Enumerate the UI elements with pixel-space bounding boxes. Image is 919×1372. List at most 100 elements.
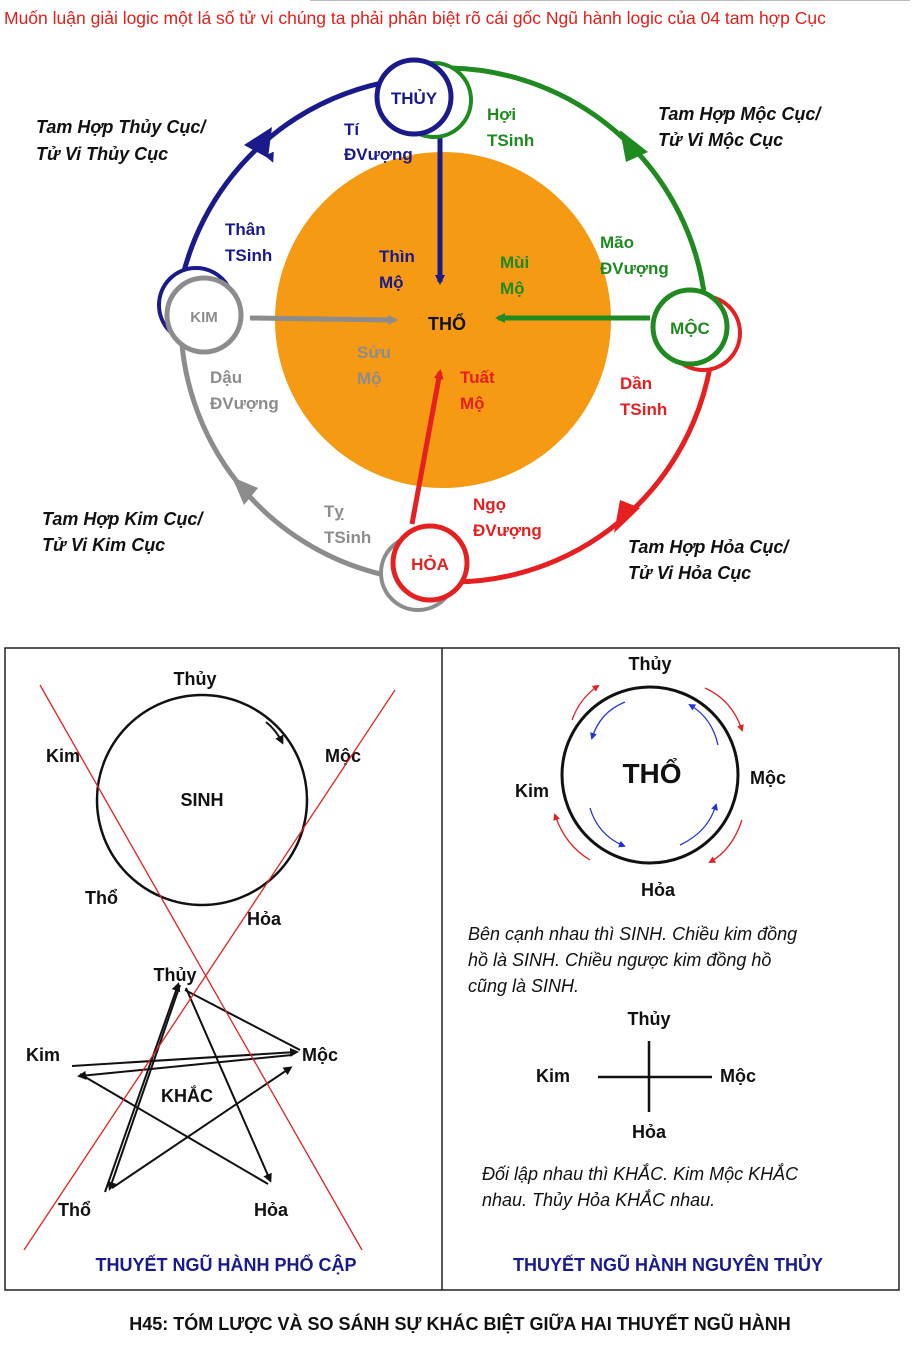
thuy-group-label-2: Tử Vi Thủy Cục (36, 144, 168, 164)
label-dan-2: TSinh (620, 400, 667, 419)
divider (310, 0, 910, 1)
label-dau-2: ĐVượng (210, 394, 279, 413)
label-mui-1: Mùi (500, 253, 529, 272)
hoa-node (390, 523, 470, 603)
original-moc: Mộc (750, 768, 786, 788)
sinh-arrow (265, 721, 284, 745)
label-ty-2: TSinh (324, 528, 371, 547)
khac-explanation-1: Đối lập nhau thì KHẮC. Kim Mộc KHẮC (482, 1163, 799, 1184)
red-arrow-2 (708, 819, 743, 863)
khac-line-1 (107, 984, 181, 1191)
thuy-node (374, 57, 454, 137)
moc-group-label-1: Tam Hợp Mộc Cục/ (658, 104, 822, 124)
sinh-kim: Kim (46, 746, 80, 766)
label-tuat-1: Tuất (460, 368, 495, 387)
khac-hoa: Hỏa (254, 1200, 289, 1220)
label-hoi-2: TSinh (487, 131, 534, 150)
left-panel: SINH Thủy Mộc Hỏa Thổ Kim KHẮC Thủy Mộc … (23, 669, 396, 1275)
khac-kim: Kim (26, 1045, 60, 1065)
label-tuat-2: Mộ (460, 394, 485, 413)
original-hoa: Hỏa (641, 880, 676, 900)
kim-group-label-2: Tử Vi Kim Cục (42, 535, 165, 555)
original-thuy: Thủy (629, 654, 672, 674)
label-ngo-1: Ngọ (473, 495, 506, 514)
position-labels: Tí ĐVượng Hợi TSinh Thân TSinh Thìn Mộ M… (210, 105, 669, 547)
label-thin-1: Thìn (379, 247, 415, 266)
sinh-circle (95, 693, 309, 907)
label-ti-1: Tí (344, 120, 360, 139)
label-dau-1: Dậu (210, 368, 242, 387)
left-caption: THUYẾT NGŨ HÀNH PHỔ CẬP (95, 1254, 356, 1275)
label-ti-2: ĐVượng (344, 145, 413, 164)
khac-explanation-2: nhau. Thủy Hỏa KHẮC nhau. (482, 1189, 715, 1210)
figure-caption: H45: TÓM LƯỢC VÀ SO SÁNH SỰ KHÁC BIỆT GI… (129, 1313, 791, 1334)
thuy-node-label: THỦY (391, 89, 438, 108)
label-hoi-1: Hợi (487, 105, 516, 124)
sinh-explanation-3: cũng là SINH. (468, 976, 579, 996)
label-ty-1: Tỵ (324, 502, 344, 521)
hoa-arrowhead (614, 500, 640, 533)
hoa-to-tho-arrow (409, 369, 444, 525)
thuy-arrowhead (244, 127, 272, 158)
cross-thuy: Thủy (628, 1009, 671, 1029)
headline: Muốn luận giải logic một lá số tử vi chú… (4, 8, 826, 28)
original-kim: Kim (515, 781, 549, 801)
label-thin-2: Mộ (379, 273, 404, 292)
blue-arrow-1 (688, 703, 719, 746)
sinh-tho: Thổ (85, 888, 118, 908)
sinh-thuy: Thủy (174, 669, 217, 689)
moc-group-label-2: Tử Vi Mộc Cục (658, 130, 783, 150)
sinh-moc: Mộc (325, 746, 361, 766)
cross-moc: Mộc (720, 1066, 756, 1086)
blue-arrow-3 (589, 807, 626, 848)
khac-line-5 (184, 989, 301, 1051)
khac-label: KHẮC (161, 1085, 213, 1106)
original-center-label: THỔ (622, 758, 681, 789)
label-suu-2: Mộ (357, 369, 382, 388)
label-suu-1: Sửu (357, 343, 391, 362)
original-circle (560, 685, 740, 865)
label-mui-2: Mộ (500, 279, 525, 298)
tam-hop-diagram: THỦY MỘC HỎA KIM THỔ Tam Hợp Thủy Cục/ T… (36, 57, 822, 612)
hoa-group-label-2: Tử Vi Hỏa Cục (628, 563, 751, 583)
moc-node (650, 287, 730, 367)
moc-arrowhead (620, 130, 648, 162)
tho-center-label: THỔ (428, 313, 466, 334)
khac-line-6 (185, 987, 272, 1183)
tho-circle (275, 152, 611, 488)
khac-line-2 (111, 1066, 293, 1189)
sinh-explanation-2: hồ là SINH. Chiều ngược kim đồng hồ (468, 950, 771, 970)
label-than-1: Thân (225, 220, 266, 239)
label-dan-1: Dần (620, 374, 652, 393)
comparison-frame (4, 647, 900, 1291)
hoa-group-label-1: Tam Hợp Hỏa Cục/ (628, 537, 790, 557)
right-panel: THỔ Thủy Mộc Hỏa Kim Bên cạnh nhau thì S… (468, 654, 823, 1275)
kim-node-label: KIM (190, 309, 218, 326)
right-caption: THUYẾT NGŨ HÀNH NGUYÊN THỦY (513, 1254, 823, 1275)
blue-arrow-4 (679, 803, 718, 846)
hoa-node-label: HỎA (411, 555, 449, 574)
label-ngo-2: ĐVượng (473, 521, 542, 540)
kim-arc (179, 344, 401, 581)
khac-line-8 (104, 982, 181, 1193)
cross-kim: Kim (536, 1066, 570, 1086)
khac-line-7 (79, 1073, 269, 1185)
khac-tho: Thổ (58, 1200, 91, 1220)
label-mao-2: ĐVượng (600, 259, 669, 278)
kim-to-tho-arrow (249, 314, 398, 325)
label-than-2: TSinh (225, 246, 272, 265)
sinh-hoa: Hỏa (247, 909, 282, 929)
kim-arrowhead (232, 477, 258, 505)
sinh-label: SINH (180, 790, 223, 810)
cross-hoa: Hỏa (632, 1122, 667, 1142)
red-arrow-3 (553, 813, 591, 861)
thuy-group-label-1: Tam Hợp Thủy Cục/ (36, 117, 207, 137)
khac-thuy: Thủy (154, 965, 197, 985)
kim-node (164, 275, 244, 355)
kim-group-label-1: Tam Hợp Kim Cục/ (42, 509, 204, 529)
label-mao-1: Mão (600, 233, 634, 252)
khac-moc: Mộc (302, 1045, 338, 1065)
moc-arc (449, 65, 708, 301)
khac-line-3 (77, 1054, 293, 1080)
